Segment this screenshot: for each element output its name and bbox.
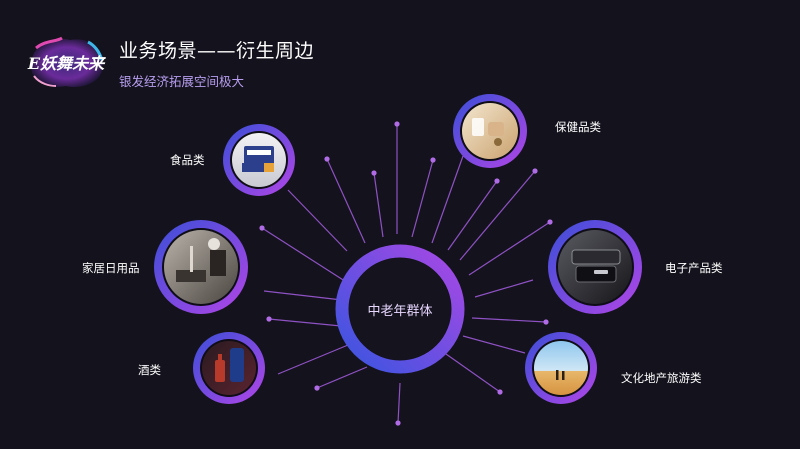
- category-node-health: [453, 94, 527, 168]
- spoke-dot: [314, 385, 320, 391]
- logo-text: E妖舞未来: [27, 54, 106, 73]
- brand-logo: E妖舞未来: [27, 36, 106, 88]
- spoke-line: [268, 318, 342, 327]
- electronics-photo: [558, 230, 632, 304]
- spoke-dot: [494, 178, 500, 184]
- spoke-line: [462, 335, 526, 354]
- hub-core: [349, 258, 451, 360]
- spoke-lines: [259, 121, 553, 426]
- spoke-dot: [259, 225, 265, 231]
- spoke-line: [261, 227, 352, 286]
- category-label-food: 食品类: [170, 153, 205, 167]
- hub-ring: [335, 244, 465, 374]
- liquor-photo: [202, 341, 256, 395]
- spoke-dot: [395, 420, 401, 426]
- spoke-dot: [543, 319, 549, 325]
- category-label-home: 家居日用品: [82, 261, 140, 275]
- home-goods-photo: [164, 230, 238, 304]
- spoke-line: [287, 189, 348, 252]
- spoke-dot: [547, 219, 553, 225]
- desert-travel-photo: [534, 341, 588, 395]
- category-label-health: 保健品类: [555, 120, 601, 134]
- category-node-home: [154, 220, 248, 314]
- spoke-line: [373, 172, 384, 238]
- spoke-line: [263, 290, 343, 301]
- spoke-line: [445, 353, 501, 393]
- category-label-travel: 文化地产旅游类: [621, 371, 702, 385]
- category-node-food: [223, 124, 295, 196]
- spoke-dot: [394, 121, 400, 127]
- spoke-line: [411, 159, 434, 238]
- spoke-line: [471, 317, 547, 323]
- spoke-line: [316, 366, 368, 389]
- spoke-dot: [371, 170, 377, 176]
- spoke-line: [397, 382, 401, 424]
- category-label-electronics: 电子产品类: [665, 261, 723, 275]
- hub-label: 中老年群体: [367, 304, 433, 319]
- page-title: 业务场景——衍生周边: [119, 40, 315, 62]
- spoke-line: [474, 279, 534, 298]
- spoke-dot: [532, 168, 538, 174]
- spoke-line: [277, 344, 349, 375]
- category-node-travel: [525, 332, 597, 404]
- spoke-dot: [266, 316, 272, 322]
- spoke-line: [326, 158, 366, 244]
- health-products-photo: [462, 103, 518, 159]
- category-label-liquor: 酒类: [138, 363, 161, 377]
- category-node-electronics: [548, 220, 642, 314]
- spoke-dot: [497, 389, 503, 395]
- spoke-line: [468, 221, 551, 276]
- spoke-line: [447, 180, 498, 251]
- spoke-dot: [324, 156, 330, 162]
- page-subtitle: 银发经济拓展空间极大: [119, 74, 245, 89]
- spoke-line: [431, 155, 464, 244]
- category-node-liquor: [193, 332, 265, 404]
- spoke-dot: [430, 157, 436, 163]
- food-products-photo: [232, 133, 286, 187]
- spoke-line: [459, 170, 536, 261]
